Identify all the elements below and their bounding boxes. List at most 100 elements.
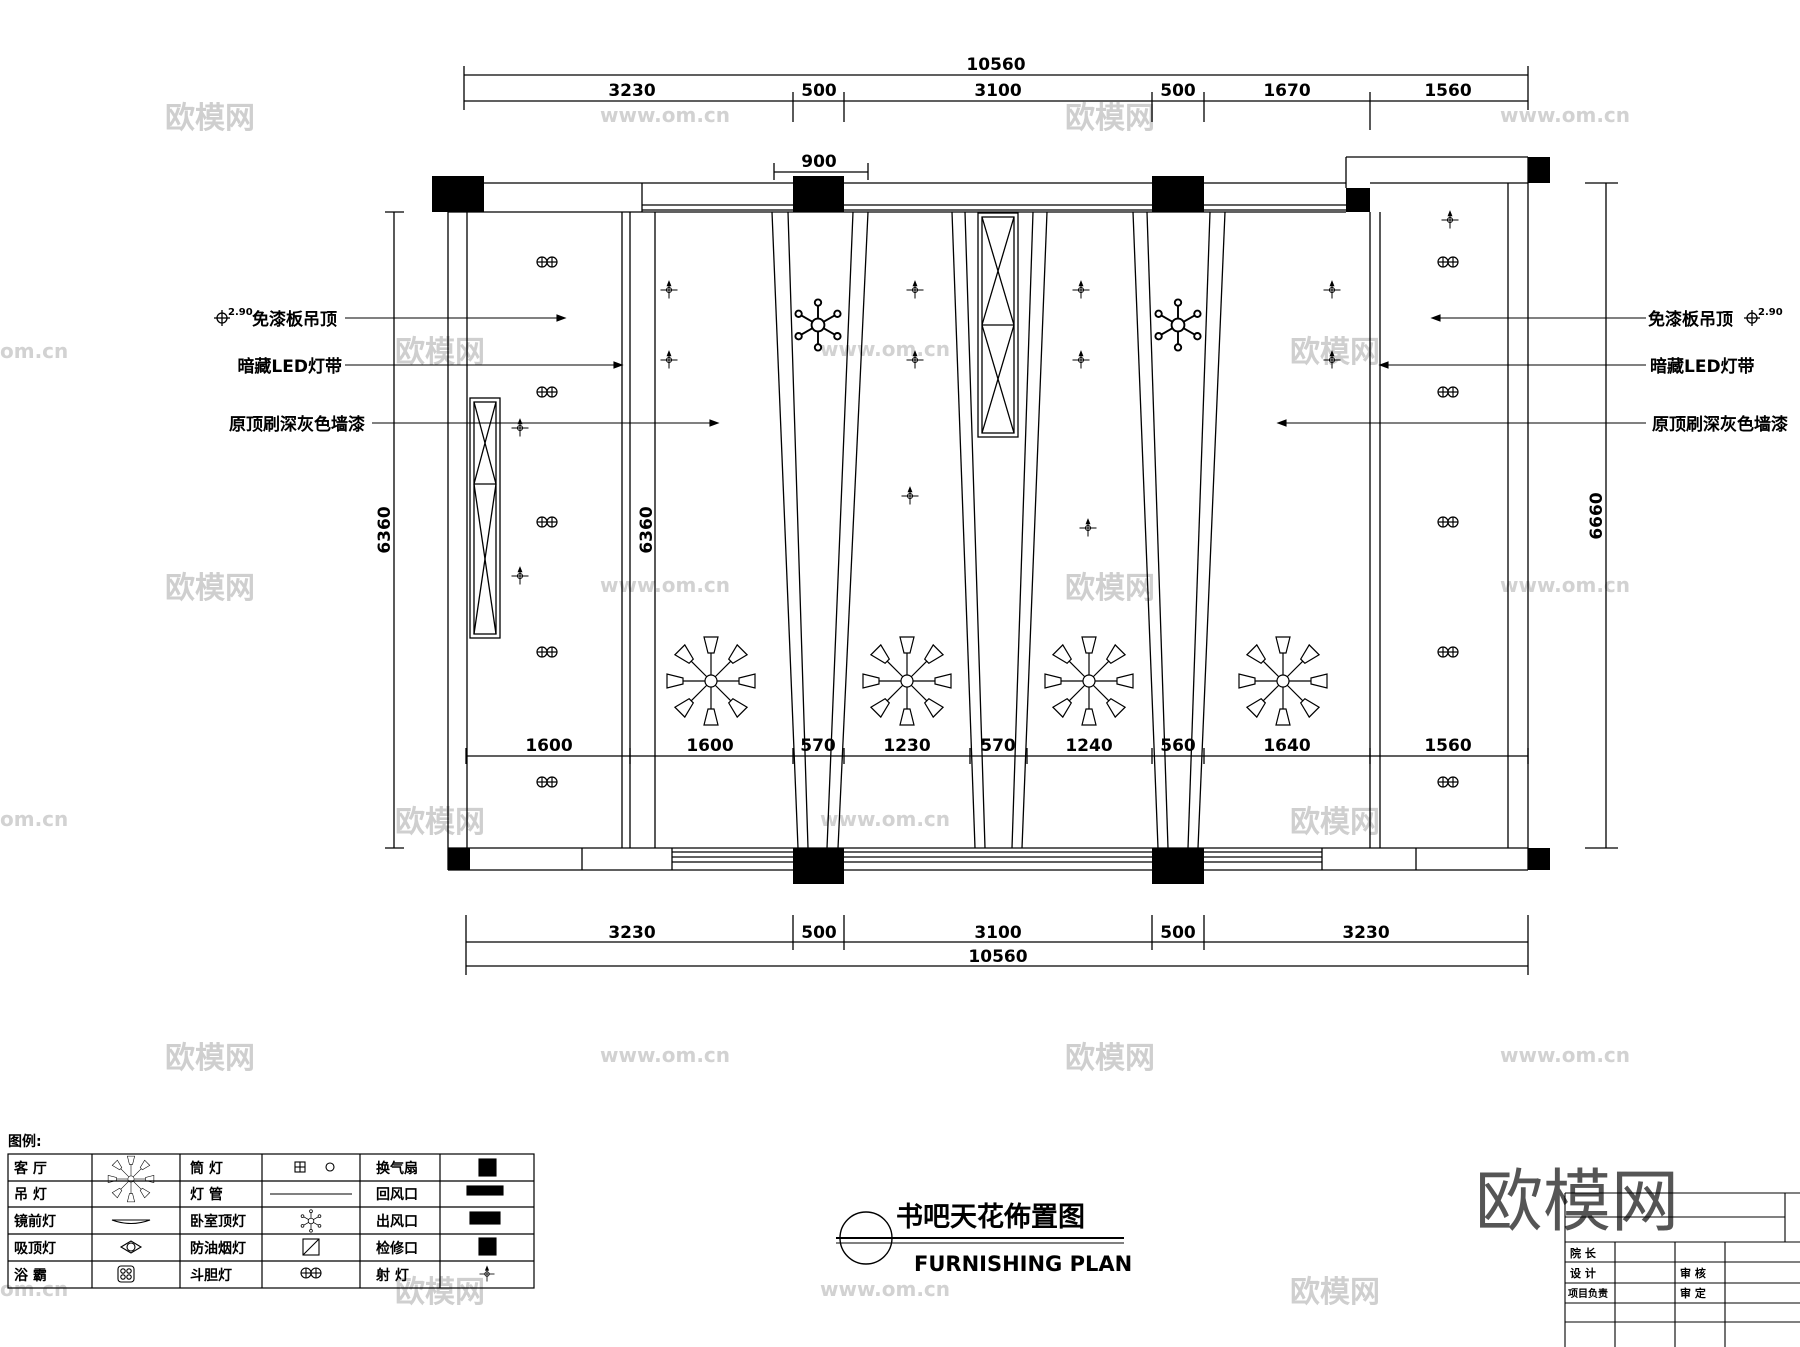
column: [432, 176, 484, 212]
watermark-logo: 欧模网: [1065, 101, 1155, 136]
column: [448, 848, 470, 870]
legend-label: 防油烟灯: [190, 1240, 246, 1257]
downlight-icon: [536, 386, 558, 398]
level-value: 2.90: [1758, 307, 1783, 318]
legend: 图例: 客 厅 吊 灯 镜前灯 吸顶灯 浴 霸 筒 灯 灯 管 卧室顶灯 防油烟…: [7, 1133, 535, 1289]
bottom-dimension-texts: 3230 500 3100 500 3230 10560: [608, 923, 1389, 967]
dim-top-seg: 3230: [608, 81, 655, 101]
column: [1346, 188, 1370, 212]
spotlight-icon: [1072, 350, 1090, 369]
legend-label: 换气扇: [376, 1160, 418, 1177]
downlight-icon: [300, 1267, 322, 1279]
title-block-cell: 项目负责: [1568, 1287, 1608, 1300]
dim-inner-seg: 1230: [883, 736, 930, 756]
light-fixtures: [511, 210, 1459, 788]
legend-label: 吸顶灯: [14, 1240, 56, 1257]
bedroom-light-icon: [1154, 298, 1202, 352]
watermark-logo: 欧模网: [395, 805, 485, 840]
dim-top-seg: 500: [1160, 81, 1196, 101]
supply-vent-icon: [469, 1211, 501, 1225]
watermark-url: www.om.cn: [600, 573, 730, 597]
return-vent-icon: [466, 1185, 504, 1196]
grease-light-icon: [302, 1238, 320, 1256]
downlight-icon: [1437, 386, 1459, 398]
watermark-logo: 欧模网: [165, 1041, 255, 1076]
spotlight-icon: [1323, 280, 1341, 299]
bedroom-light-icon: [794, 298, 842, 352]
chandelier-icon: [666, 636, 756, 726]
legend-title: 图例:: [8, 1133, 42, 1150]
access-panels: [469, 212, 1019, 639]
label-led-strip-right: 暗藏LED灯带: [1650, 356, 1755, 377]
title-block: 欧模网 院 长 设 计 审 核 项目负责 审 定: [1475, 1163, 1800, 1347]
watermark-logo: 欧模网: [1290, 805, 1380, 840]
downlight-icon: [1437, 776, 1459, 788]
downlight-icon: [1437, 646, 1459, 658]
watermark-logo: 欧模网: [395, 335, 485, 370]
spotlight-icon: [901, 486, 919, 505]
column: [1152, 176, 1204, 212]
dim-top-seg: 3100: [974, 81, 1021, 101]
watermark-url: om.cn: [0, 339, 68, 363]
dim-bottom-seg: 3230: [1342, 923, 1389, 943]
ceiling-light-icon: [119, 1240, 143, 1254]
column: [793, 848, 844, 884]
spotlight-icon: [511, 418, 529, 437]
dim-top-column: 900: [801, 152, 837, 172]
structural-columns: [432, 157, 1550, 884]
downlight-icon: [294, 1161, 335, 1173]
bath-heater-icon: [117, 1265, 135, 1283]
legend-label: 卧室顶灯: [190, 1213, 246, 1230]
watermark-logo: 欧模网: [1290, 1275, 1380, 1310]
dim-top-seg: 1560: [1424, 81, 1471, 101]
watermark-logo: 欧模网: [1065, 571, 1155, 606]
drawing-title-cn: 书吧天花佈置图: [896, 1201, 1085, 1233]
dim-inner-seg: 570: [800, 736, 836, 756]
dim-top-total: 10560: [966, 55, 1025, 75]
legend-label: 镜前灯: [14, 1213, 56, 1230]
legend-label: 筒 灯: [190, 1160, 223, 1177]
legend-label: 出风口: [376, 1213, 418, 1230]
watermark-url: om.cn: [0, 1277, 68, 1301]
legend-label: 射 灯: [375, 1267, 409, 1284]
legend-label: 斗胆灯: [190, 1267, 232, 1284]
chandelier-icon: [107, 1155, 155, 1203]
legend-label: 回风口: [376, 1187, 418, 1203]
spotlight-icon: [1441, 210, 1459, 229]
column: [1528, 848, 1550, 870]
downlight-icon: [536, 516, 558, 528]
dim-inner-seg: 1560: [1424, 736, 1471, 756]
dim-right-height: 6660: [1587, 492, 1607, 539]
dim-left-height: 6360: [375, 506, 395, 553]
dim-inner-seg: 1600: [686, 736, 733, 756]
column: [1152, 848, 1204, 884]
title-block-cell: 审 核: [1680, 1266, 1706, 1280]
watermark-url: www.om.cn: [1500, 573, 1630, 597]
watermark-url: www.om.cn: [1500, 103, 1630, 127]
watermark-url: www.om.cn: [820, 337, 950, 361]
spotlight-icon: [479, 1265, 495, 1282]
watermark-logo: 欧模网: [165, 571, 255, 606]
dim-bottom-seg: 500: [1160, 923, 1196, 943]
watermark-logo: 欧模网: [165, 101, 255, 136]
chandelier-icon: [1044, 636, 1134, 726]
watermark-url: www.om.cn: [600, 103, 730, 127]
dim-inner-seg: 1240: [1065, 736, 1112, 756]
label-paint-right: 原顶刷深灰色墙漆: [1652, 414, 1788, 435]
dim-inner-seg: 1600: [525, 736, 572, 756]
annotation-texts: 2.90 免漆板吊顶 暗藏LED灯带 原顶刷深灰色墙漆 免漆板吊顶 2.90 暗…: [228, 307, 1788, 435]
label-ceiling-board-left: 免漆板吊顶: [252, 309, 337, 330]
inner-dimensions: [465, 748, 1529, 764]
dim-inner-seg: 570: [980, 736, 1016, 756]
label-paint-left: 原顶刷深灰色墙漆: [229, 414, 365, 435]
title-block-cell: 设 计: [1570, 1266, 1596, 1280]
watermarks: 欧模网 www.om.cn 欧模网 www.om.cn om.cn 欧模网 ww…: [0, 101, 1630, 1310]
spotlight-icon: [1323, 350, 1341, 369]
bedroom-light-icon: [300, 1209, 322, 1233]
spotlight-icon: [660, 280, 678, 299]
dim-bottom-seg: 500: [801, 923, 837, 943]
downlight-icon: [536, 256, 558, 268]
label-led-strip-left: 暗藏LED灯带: [237, 356, 342, 377]
top-dimensions: [463, 66, 1529, 180]
